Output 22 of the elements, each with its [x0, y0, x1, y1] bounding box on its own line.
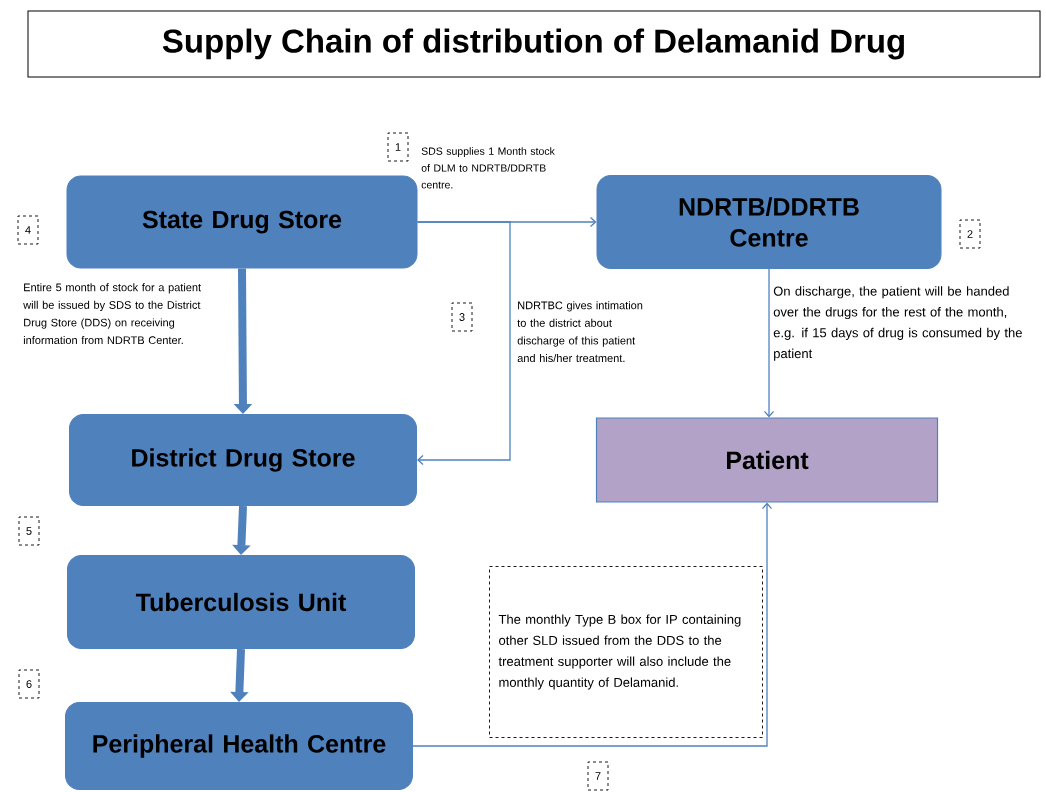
process-box: Tuberculosis Unit: [67, 555, 415, 649]
arrow: [763, 268, 775, 418]
note-box: The monthly Type B box for IP containing other SLD issued from the DDS to the treatment supporter will also include the monthly quantity of Delamanid.: [489, 566, 763, 738]
arrow: [412, 502, 773, 747]
edge-label: Entire 5 month of stock for a patient will be issued by SDS to the District Drug Store (DDS) on receiving information from NDRTB Center.: [22, 282, 215, 346]
process-box: Peripheral Health Centre: [65, 702, 413, 790]
edge-label: On discharge, the patient will be handed over the drugs for the rest of the month, e.g. if 15 days of drug is consumed by the patient: [772, 285, 1037, 362]
patient-box: Patient: [595, 417, 939, 503]
callout-number: 5: [18, 516, 40, 546]
process-box: District Drug Store: [69, 414, 417, 506]
callout-number: 3: [451, 302, 473, 332]
callout-number: 4: [17, 215, 39, 245]
callout-number: 1: [387, 132, 409, 162]
arrow: [416, 221, 511, 466]
process-box: State Drug Store: [66, 175, 418, 269]
edge-label: NDRTBC gives intimation to the district about discharge of this patient and his/her treatment.: [516, 300, 647, 364]
callout-number: 2: [959, 219, 981, 249]
edge-label: SDS supplies 1 Month stock of DLM to NDRTB/DDRTB centre.: [420, 146, 558, 190]
title-box: Supply Chain of distribution of Delamanid Drug: [27, 10, 1041, 78]
process-box: NDRTB/DDRTB Centre: [596, 175, 942, 269]
callout-number: 6: [18, 669, 40, 699]
callout-number: 7: [587, 761, 609, 791]
